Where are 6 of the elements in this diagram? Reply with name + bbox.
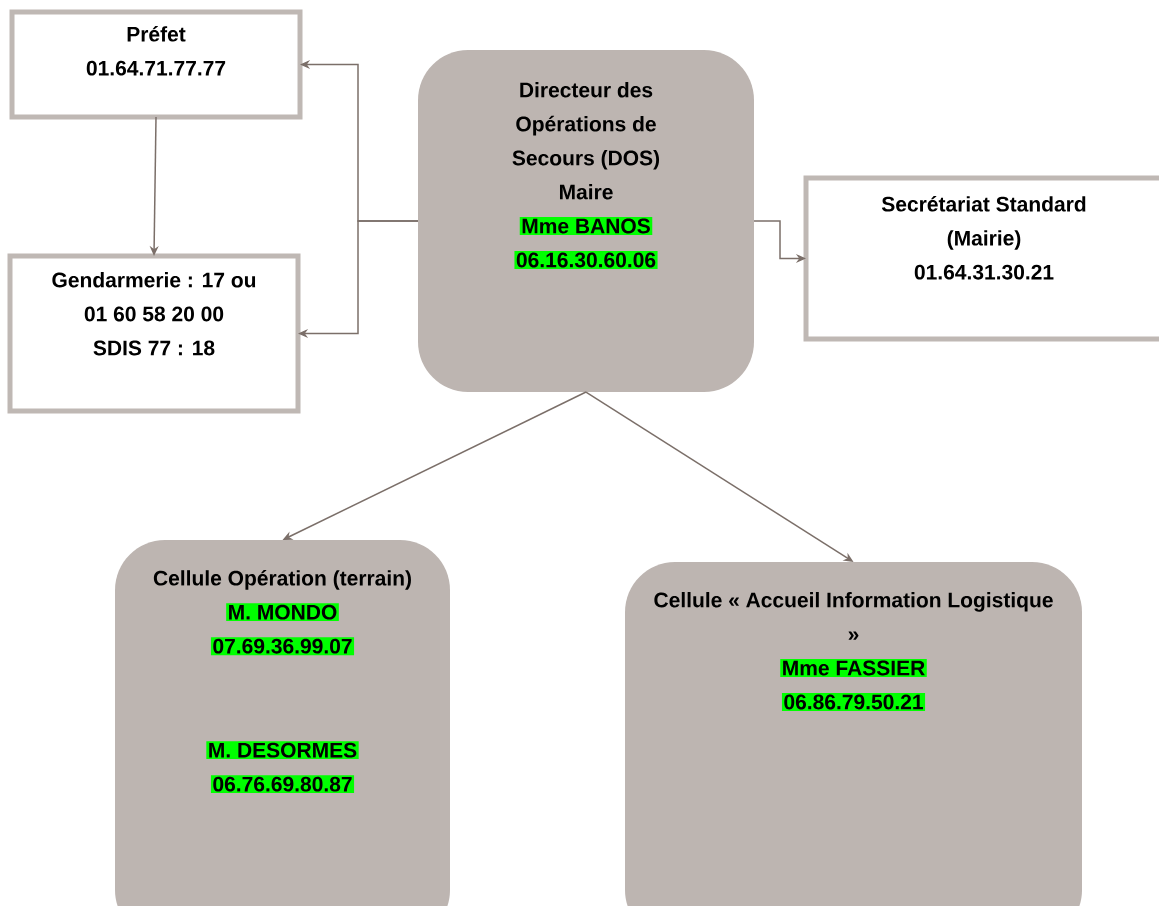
contact-box: Préfet 01.64.71.77.77 [9,9,303,120]
rounded-box: Directeur des Opérations de Secours (DOS) Maire Mme BANOS 06.16.30.60.06 [418,50,754,392]
rounded-box: Cellule Opération (terrain) M. MONDO 07.69.36.99.07 M. DESORMES 06.76.69.80.87 [115,540,450,906]
contact-box: Gendarmerie : 17 ou 01 60 58 20 00 SDIS 77 : 18 [7,253,301,414]
contact-box: Secrétariat Standard (Mairie) 01.64.31.30.21 [803,175,1159,342]
rounded-box: Cellule « Accueil Information Logistique » Mme FASSIER 06.86.79.50.21 [625,562,1082,906]
